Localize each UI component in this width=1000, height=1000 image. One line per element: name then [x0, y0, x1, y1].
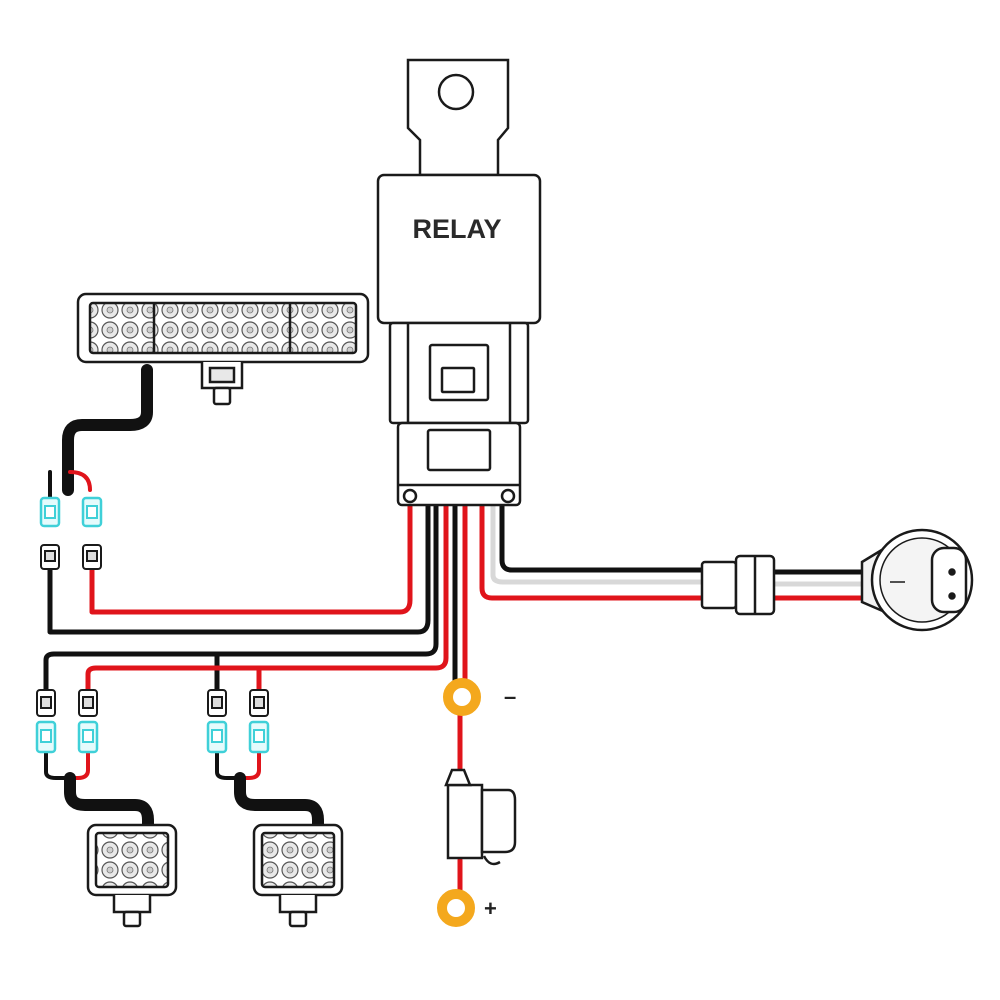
wire-pod1-black-cable [64, 772, 154, 841]
connector-harness-left [40, 544, 60, 570]
connector-harness-right [82, 544, 102, 570]
connector-lightbar-cyan-left [39, 496, 61, 528]
wire-pod1-black [44, 750, 72, 780]
relay-mounting-hole [437, 73, 475, 111]
connector-pod2-right-top [249, 689, 269, 717]
wire-harness-black-1 [47, 502, 431, 635]
wire-switch-red [479, 502, 715, 601]
wire-harness-red-1 [89, 502, 413, 615]
connector-lightbar-cyan-right [81, 496, 103, 528]
connectors [35, 496, 776, 754]
led-pod-light-icon-1 [86, 823, 178, 928]
wire-harness-red-2 [85, 502, 449, 693]
terminal-positive-label: + [484, 896, 497, 921]
wire-pod2-black-cable [234, 772, 324, 841]
switch-rocker [930, 546, 968, 614]
led-light-bar-icon [76, 292, 370, 406]
rocker-switch-icon [860, 528, 974, 632]
wire-pod2-red [238, 750, 261, 780]
connector-pod2-left-top [207, 689, 227, 717]
led-pod-light-icon-2 [252, 823, 344, 928]
wire-harness-black-2 [43, 502, 439, 693]
connector-pod2-left-cyan [206, 720, 228, 754]
connector-pod1-right-cyan [77, 720, 99, 754]
ring-terminal-icon-negative: – [443, 678, 516, 716]
ring-terminal-icon-positive: + [437, 889, 497, 927]
wire-pod1-red [68, 750, 90, 780]
relay-icon: RELAY [376, 58, 542, 507]
wire-pod2-black [215, 750, 242, 780]
relay-body [376, 173, 542, 325]
fuse-holder-icon [444, 768, 517, 866]
wire-lightbar-red [68, 470, 92, 492]
wire-switch-black [499, 502, 715, 573]
wire-switch-white [490, 502, 715, 585]
connector-pod1-left-top [36, 689, 56, 717]
connector-switch-inline [700, 554, 776, 616]
terminal-negative-label: – [504, 684, 516, 709]
connector-pod1-right-top [78, 689, 98, 717]
connector-pod1-left-cyan [35, 720, 57, 754]
wire-lightbar-black [62, 364, 153, 496]
wires [43, 364, 865, 895]
light-bar-lens [88, 301, 358, 355]
relay-label: RELAY [412, 214, 501, 244]
connector-pod2-right-cyan [248, 720, 270, 754]
